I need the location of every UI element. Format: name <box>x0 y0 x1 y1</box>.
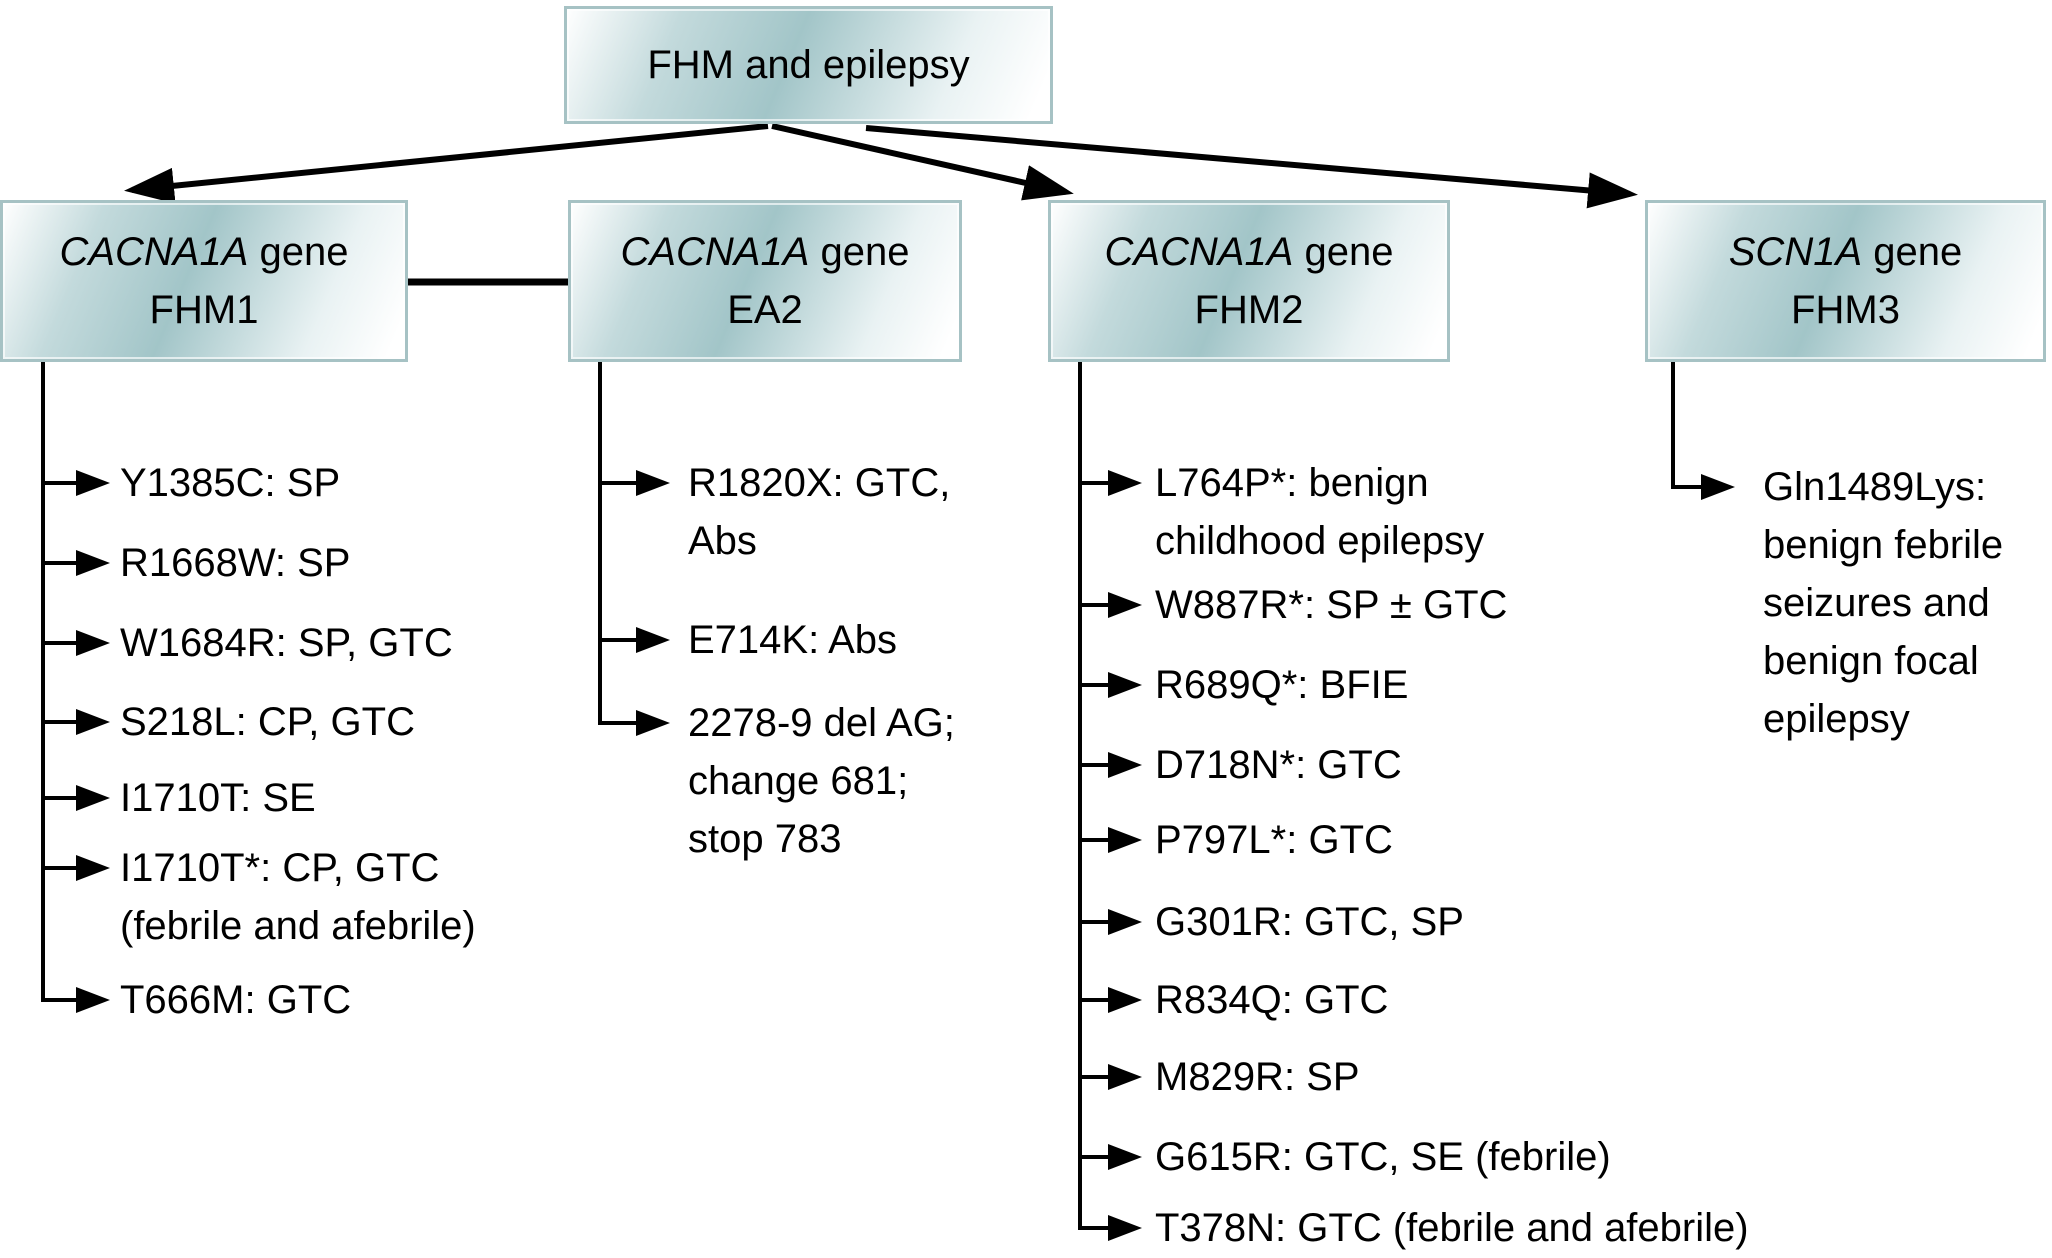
node-root: FHM and epilepsy <box>564 6 1053 124</box>
node-label: FHM1 <box>149 288 259 332</box>
mutation-line: (febrile and afebrile) <box>120 904 476 948</box>
mutation-item: R1820X: GTC, Abs <box>688 454 950 570</box>
mutation-line: S218L: CP, GTC <box>120 700 415 744</box>
mutation-item: G301R: GTC, SP <box>1155 893 1464 951</box>
mutation-item: G615R: GTC, SE (febrile) <box>1155 1128 1611 1186</box>
mutation-line: I1710T: SE <box>120 776 316 820</box>
mutation-line: Abs <box>688 519 757 563</box>
gene-word: gene <box>259 230 349 274</box>
node-gene-line: SCN1A gene <box>1729 228 1963 276</box>
mutation-line: benign febrile <box>1763 523 2004 567</box>
mutation-line: R689Q*: BFIE <box>1155 663 1409 707</box>
arrow-root-to-fhm1 <box>124 123 769 204</box>
trunk-fhm3 <box>1671 358 1735 500</box>
mutation-line: W1684R: SP, GTC <box>120 621 453 665</box>
trunk-fhm2 <box>1078 358 1142 1241</box>
node-fhm1: CACNA1A gene FHM1 <box>0 200 408 362</box>
node-fhm2: CACNA1A gene FHM2 <box>1048 200 1450 362</box>
mutation-line: R1820X: GTC, <box>688 461 951 505</box>
mutation-line: M829R: SP <box>1155 1055 1360 1099</box>
mutation-line: R834Q: GTC <box>1155 978 1389 1022</box>
mutation-item: S218L: CP, GTC <box>120 693 415 751</box>
arrow-root-to-fhm2 <box>771 123 1074 201</box>
node-label: FHM3 <box>1791 288 1900 332</box>
trunk-fhm1 <box>41 358 110 1013</box>
mutation-item: R1668W: SP <box>120 534 351 592</box>
gene-word: gene <box>1304 230 1394 274</box>
mutation-item: I1710T*: CP, GTC (febrile and afebrile) <box>120 839 476 955</box>
mutation-line: Gln1489Lys: <box>1763 465 1987 509</box>
mutation-line: E714K: Abs <box>688 618 898 662</box>
mutation-line: epilepsy <box>1763 697 1910 741</box>
mutation-item: T666M: GTC <box>120 971 351 1029</box>
mutation-line: stop 783 <box>688 817 842 861</box>
mutation-line: P797L*: GTC <box>1155 818 1393 862</box>
gene-symbol: CACNA1A <box>59 230 249 274</box>
mutation-item: R689Q*: BFIE <box>1155 656 1408 714</box>
mutation-line: change 681; <box>688 759 909 803</box>
mutation-line: G615R: GTC, SE (febrile) <box>1155 1135 1611 1179</box>
node-label: FHM2 <box>1194 288 1304 332</box>
mutation-item: I1710T: SE <box>120 769 316 827</box>
mutation-line: benign focal <box>1763 639 1979 683</box>
mutation-line: Y1385C: SP <box>120 461 341 505</box>
gene-word: gene <box>820 230 910 274</box>
mutation-item: M829R: SP <box>1155 1048 1360 1106</box>
root-title: FHM and epilepsy <box>647 43 970 87</box>
mutation-item: P797L*: GTC <box>1155 811 1393 869</box>
node-ea2: CACNA1A gene EA2 <box>568 200 962 362</box>
mutation-line: R1668W: SP <box>120 541 351 585</box>
mutation-item: R834Q: GTC <box>1155 971 1388 1029</box>
node-gene-line: CACNA1A gene <box>1104 228 1393 276</box>
trunk-ea2 <box>598 358 670 736</box>
gene-symbol: CACNA1A <box>1104 230 1294 274</box>
gene-symbol: SCN1A <box>1728 230 1863 274</box>
mutation-item: 2278-9 del AG; change 681; stop 783 <box>688 694 955 868</box>
mutation-line: G301R: GTC, SP <box>1155 900 1464 944</box>
node-label: EA2 <box>727 288 803 332</box>
node-gene-line: CACNA1A gene <box>59 228 348 276</box>
mutation-item: W1684R: SP, GTC <box>120 614 453 672</box>
mutation-line: T378N: GTC (febrile and afebrile) <box>1155 1206 1749 1250</box>
mutation-item: Gln1489Lys: benign febrile seizures and … <box>1763 458 2003 748</box>
mutation-line: 2278-9 del AG; <box>688 701 955 745</box>
mutation-line: W887R*: SP ± GTC <box>1155 583 1508 627</box>
mutation-line: D718N*: GTC <box>1155 743 1402 787</box>
mutation-item: W887R*: SP ± GTC <box>1155 576 1507 634</box>
mutation-item: L764P*: benign childhood epilepsy <box>1155 454 1484 570</box>
mutation-item: D718N*: GTC <box>1155 736 1402 794</box>
gene-word: gene <box>1873 230 1963 274</box>
node-gene-line: CACNA1A gene <box>620 228 909 276</box>
mutation-line: childhood epilepsy <box>1155 519 1485 563</box>
arrow-root-to-fhm3 <box>865 125 1638 209</box>
mutation-item: E714K: Abs <box>688 611 897 669</box>
mutation-line: T666M: GTC <box>120 978 352 1022</box>
mutation-line: I1710T*: CP, GTC <box>120 846 440 890</box>
mutation-line: L764P*: benign <box>1155 461 1429 505</box>
mutation-item: Y1385C: SP <box>120 454 340 512</box>
gene-symbol: CACNA1A <box>620 230 810 274</box>
mutation-line: seizures and <box>1763 581 1990 625</box>
node-fhm3: SCN1A gene FHM3 <box>1645 200 2046 362</box>
mutation-item: T378N: GTC (febrile and afebrile) <box>1155 1199 1749 1257</box>
